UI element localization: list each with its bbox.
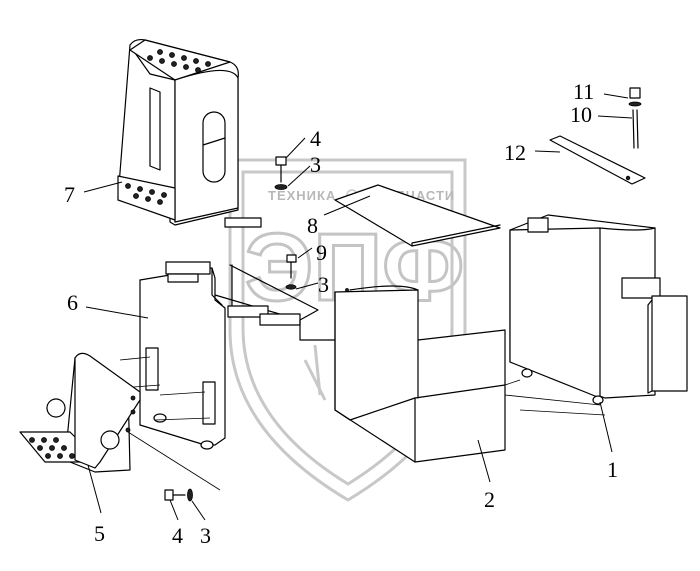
watermark-text-left: ТЕХНИКА	[268, 188, 336, 203]
bolt-4-top	[275, 156, 287, 183]
callout-5: 5	[94, 521, 105, 546]
callout-1: 1	[607, 457, 618, 482]
part-5-front-step	[19, 352, 221, 491]
callout-3-bottom: 3	[200, 523, 211, 548]
callout-8: 8	[307, 213, 318, 238]
tread-holes-top	[147, 49, 211, 73]
callout-numbers: 1 2 3 3 3 4 4 5 6 7 8 9 10 11 12	[64, 79, 618, 548]
tread-holes-bottom	[125, 183, 167, 205]
part-1-right-box	[504, 214, 688, 416]
callout-10: 10	[570, 102, 592, 127]
part-7-rear-step	[117, 38, 262, 228]
part-10-rod	[632, 109, 639, 149]
callout-11: 11	[573, 79, 594, 104]
leader-lines	[83, 93, 633, 521]
callout-7: 7	[64, 182, 75, 207]
washer-3-top	[274, 184, 288, 190]
washer-3-bottom	[187, 488, 193, 502]
part-8-cover-plate	[334, 184, 501, 247]
washer-3-mid	[285, 284, 297, 290]
callout-3-mid: 3	[318, 272, 329, 297]
callout-9: 9	[316, 240, 327, 265]
callout-6: 6	[67, 290, 78, 315]
callout-4-top: 4	[310, 126, 321, 151]
callout-4-bottom: 4	[172, 523, 183, 548]
bolt-9	[286, 254, 297, 279]
callout-2: 2	[484, 487, 495, 512]
callout-12: 12	[504, 140, 526, 165]
part-12-strap	[549, 135, 646, 185]
front-tread-holes	[29, 437, 75, 459]
part-11-nut	[628, 87, 642, 107]
callout-3-top: 3	[310, 152, 321, 177]
bolt-4-bottom	[164, 489, 186, 501]
part-2-battery-box	[299, 285, 506, 463]
